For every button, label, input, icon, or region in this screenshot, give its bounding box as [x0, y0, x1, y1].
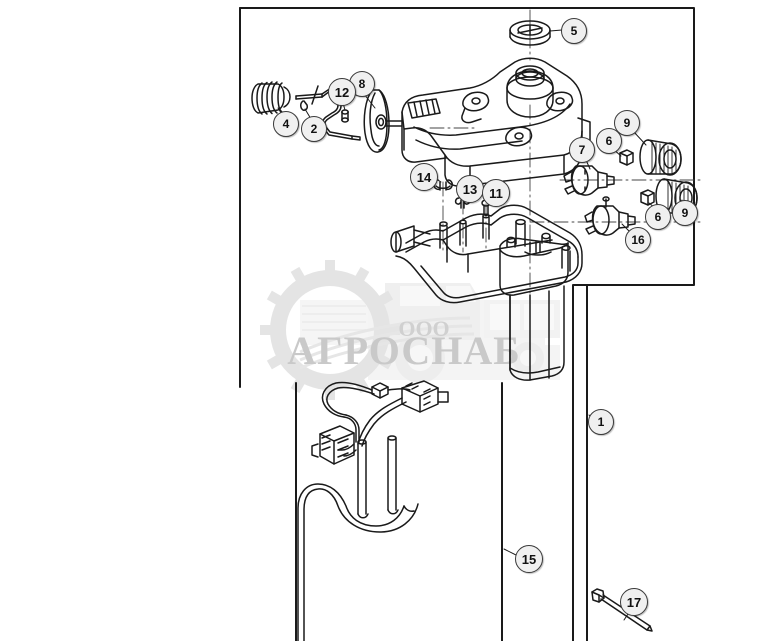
callout-12-label: 12: [334, 84, 350, 100]
rim-post-d: [515, 218, 526, 247]
callout-4-label: 4: [282, 117, 290, 131]
callout-6-upper[interactable]: 6: [596, 128, 622, 154]
washer-lower: [640, 189, 655, 206]
watermark-line2: АГРОСНАБ: [287, 328, 520, 373]
callout-2[interactable]: 2: [301, 116, 327, 142]
washer-upper: [619, 149, 634, 166]
seal-ring-part: [509, 20, 551, 46]
callout-6-lower-label: 6: [654, 210, 662, 224]
callout-13[interactable]: 13: [456, 175, 484, 203]
leader-5: [549, 29, 563, 32]
callout-17[interactable]: 17: [620, 588, 648, 616]
callout-2-label: 2: [310, 122, 318, 136]
battery-box-frame: [390, 204, 583, 381]
callout-6-upper-label: 6: [605, 134, 613, 148]
rim-post-c: [482, 213, 490, 240]
bushing-12: [341, 109, 349, 123]
callout-12[interactable]: 12: [328, 78, 356, 106]
rim-post-a: [439, 221, 448, 251]
callout-11[interactable]: 11: [482, 179, 510, 207]
callout-1[interactable]: 1: [588, 409, 614, 435]
callout-5-label: 5: [570, 24, 578, 38]
callout-14-label: 14: [416, 169, 432, 185]
connector-socket-lower: [584, 196, 636, 236]
callout-16[interactable]: 16: [625, 227, 651, 253]
leader-9-upper: [632, 130, 647, 146]
mount-tab-left: [461, 91, 490, 124]
frame-lines: [239, 7, 695, 641]
callout-4[interactable]: 4: [273, 111, 299, 137]
callout-16-label: 16: [631, 233, 645, 247]
mount-tab-front: [505, 126, 533, 147]
callout-6-lower[interactable]: 6: [645, 204, 671, 230]
callout-9-upper-label: 9: [623, 116, 631, 130]
callout-15-label: 15: [521, 551, 537, 567]
handle-grip-part: [251, 81, 291, 115]
callout-7[interactable]: 7: [569, 137, 595, 163]
watermark-line1: ООО: [398, 316, 449, 341]
connector-socket-upper: [563, 165, 615, 196]
callout-5[interactable]: 5: [561, 18, 587, 44]
callout-9-lower[interactable]: 9: [672, 200, 698, 226]
callout-9-lower-label: 9: [681, 206, 689, 220]
pin-clip-part: [295, 85, 323, 111]
gasket-plate-part: [363, 89, 403, 153]
callout-1-label: 1: [597, 415, 605, 429]
callout-14[interactable]: 14: [410, 163, 438, 191]
callout-8-label: 8: [358, 77, 366, 91]
knurled-cap-upper: [639, 139, 682, 176]
callout-15[interactable]: 15: [515, 545, 543, 573]
rim-post-e: [561, 245, 571, 272]
callout-11-label: 11: [489, 185, 503, 201]
callout-7-label: 7: [578, 143, 586, 157]
callout-13-label: 13: [462, 181, 478, 197]
callout-17-label: 17: [626, 594, 642, 610]
centerlines: [429, 9, 701, 301]
wiring-harness: [297, 380, 449, 641]
mount-tab-right: [546, 91, 574, 112]
rim-post-b: [459, 219, 467, 247]
